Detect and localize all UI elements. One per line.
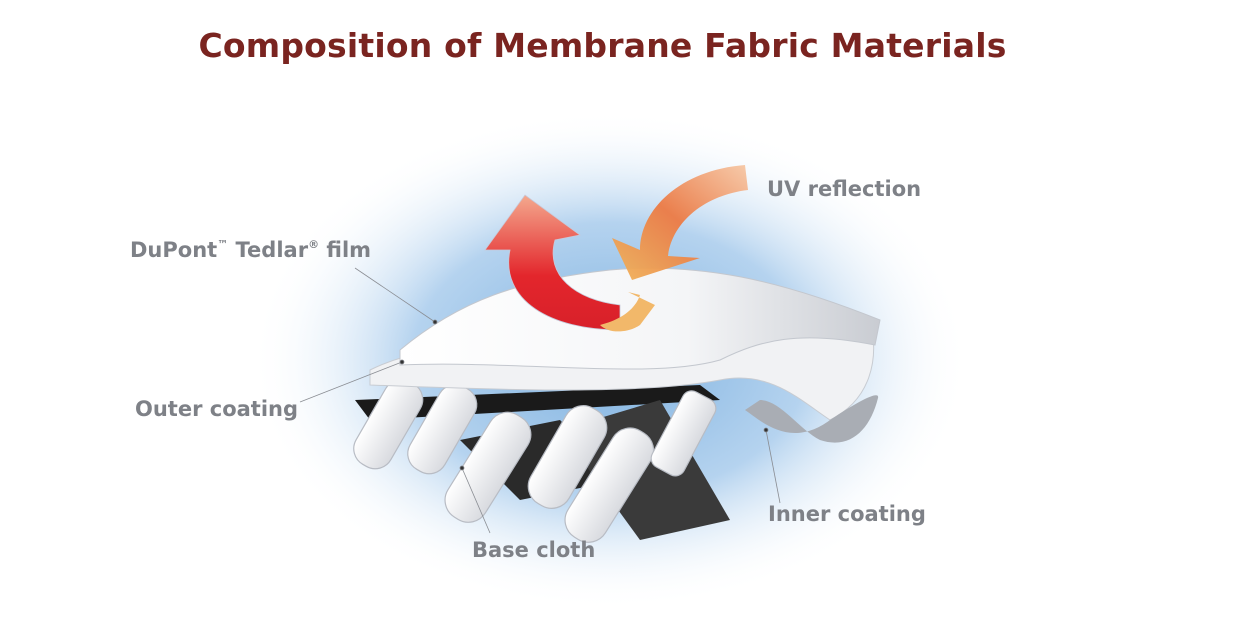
base-cloth-yarns bbox=[353, 379, 717, 543]
label-base-cloth: Base cloth bbox=[472, 538, 596, 562]
tedlar-name: Tedlar bbox=[228, 238, 309, 262]
label-uv-reflection: UV reflection bbox=[767, 177, 922, 201]
label-outer-coating: Outer coating bbox=[135, 397, 299, 421]
trademark-symbol: ™ bbox=[217, 238, 229, 251]
diagram-title: Composition of Membrane Fabric Materials bbox=[198, 26, 1007, 65]
label-inner-coating: Inner coating bbox=[768, 502, 926, 526]
leader-lines bbox=[299, 267, 781, 534]
tedlar-suffix: film bbox=[319, 238, 372, 262]
heat-out-arrow bbox=[484, 194, 621, 331]
uv-reflect-arrow bbox=[600, 292, 655, 332]
registered-symbol: ® bbox=[308, 238, 320, 251]
uv-in-arrow bbox=[612, 165, 748, 280]
label-tedlar-film: DuPont™ Tedlar® film bbox=[130, 238, 371, 262]
tedlar-prefix: DuPont bbox=[130, 238, 218, 262]
